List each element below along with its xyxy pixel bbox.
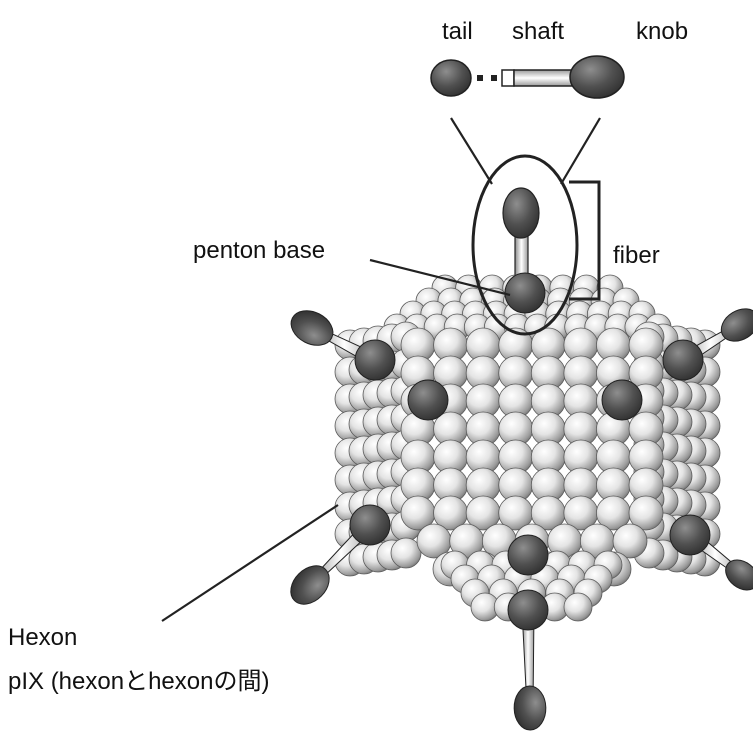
knob-shape <box>570 56 624 98</box>
tail-dot-1 <box>477 75 483 81</box>
penton-bottom-base <box>508 590 548 630</box>
knob-label: knob <box>636 20 688 44</box>
penton-top <box>505 273 545 313</box>
penton-front-bottom-base <box>508 535 548 575</box>
shaft-shape <box>514 70 572 86</box>
penton-inner-right-base <box>602 380 642 420</box>
tail-shape <box>431 60 471 96</box>
penton-inner-right <box>602 380 642 420</box>
penton-inner-left <box>408 380 448 420</box>
penton-upper-right-base <box>663 340 703 380</box>
legend-pointer-right <box>561 118 600 184</box>
hexon-pointer-line <box>162 505 338 621</box>
penton-bottom-knob <box>514 686 547 731</box>
shaft-label: shaft <box>512 20 564 44</box>
legend-pointer-left <box>451 118 492 184</box>
shaft-stub <box>502 70 514 86</box>
top-fiber-knob <box>503 188 539 238</box>
fiber-legend <box>431 56 624 98</box>
penton-front-bottom <box>508 535 548 575</box>
tail-label: tail <box>442 20 473 44</box>
penton-top-base <box>505 273 545 313</box>
penton-base-label: penton base <box>193 239 325 263</box>
penton-inner-left-base <box>408 380 448 420</box>
hexon-sphere-bottom <box>564 593 592 621</box>
top-fiber <box>503 188 539 285</box>
tail-dot-2 <box>491 75 497 81</box>
pix-label: pIX (hexonとhexonの間) <box>8 670 269 694</box>
hexon-sphere-left <box>391 538 421 568</box>
hexon-label: Hexon <box>8 626 77 650</box>
fiber-label: fiber <box>613 244 660 268</box>
penton-lower-left-base <box>350 505 390 545</box>
penton-upper-left-base <box>355 340 395 380</box>
penton-upper-left-knob <box>285 304 339 352</box>
penton-bottom <box>508 590 548 730</box>
penton-lower-right-base <box>670 515 710 555</box>
